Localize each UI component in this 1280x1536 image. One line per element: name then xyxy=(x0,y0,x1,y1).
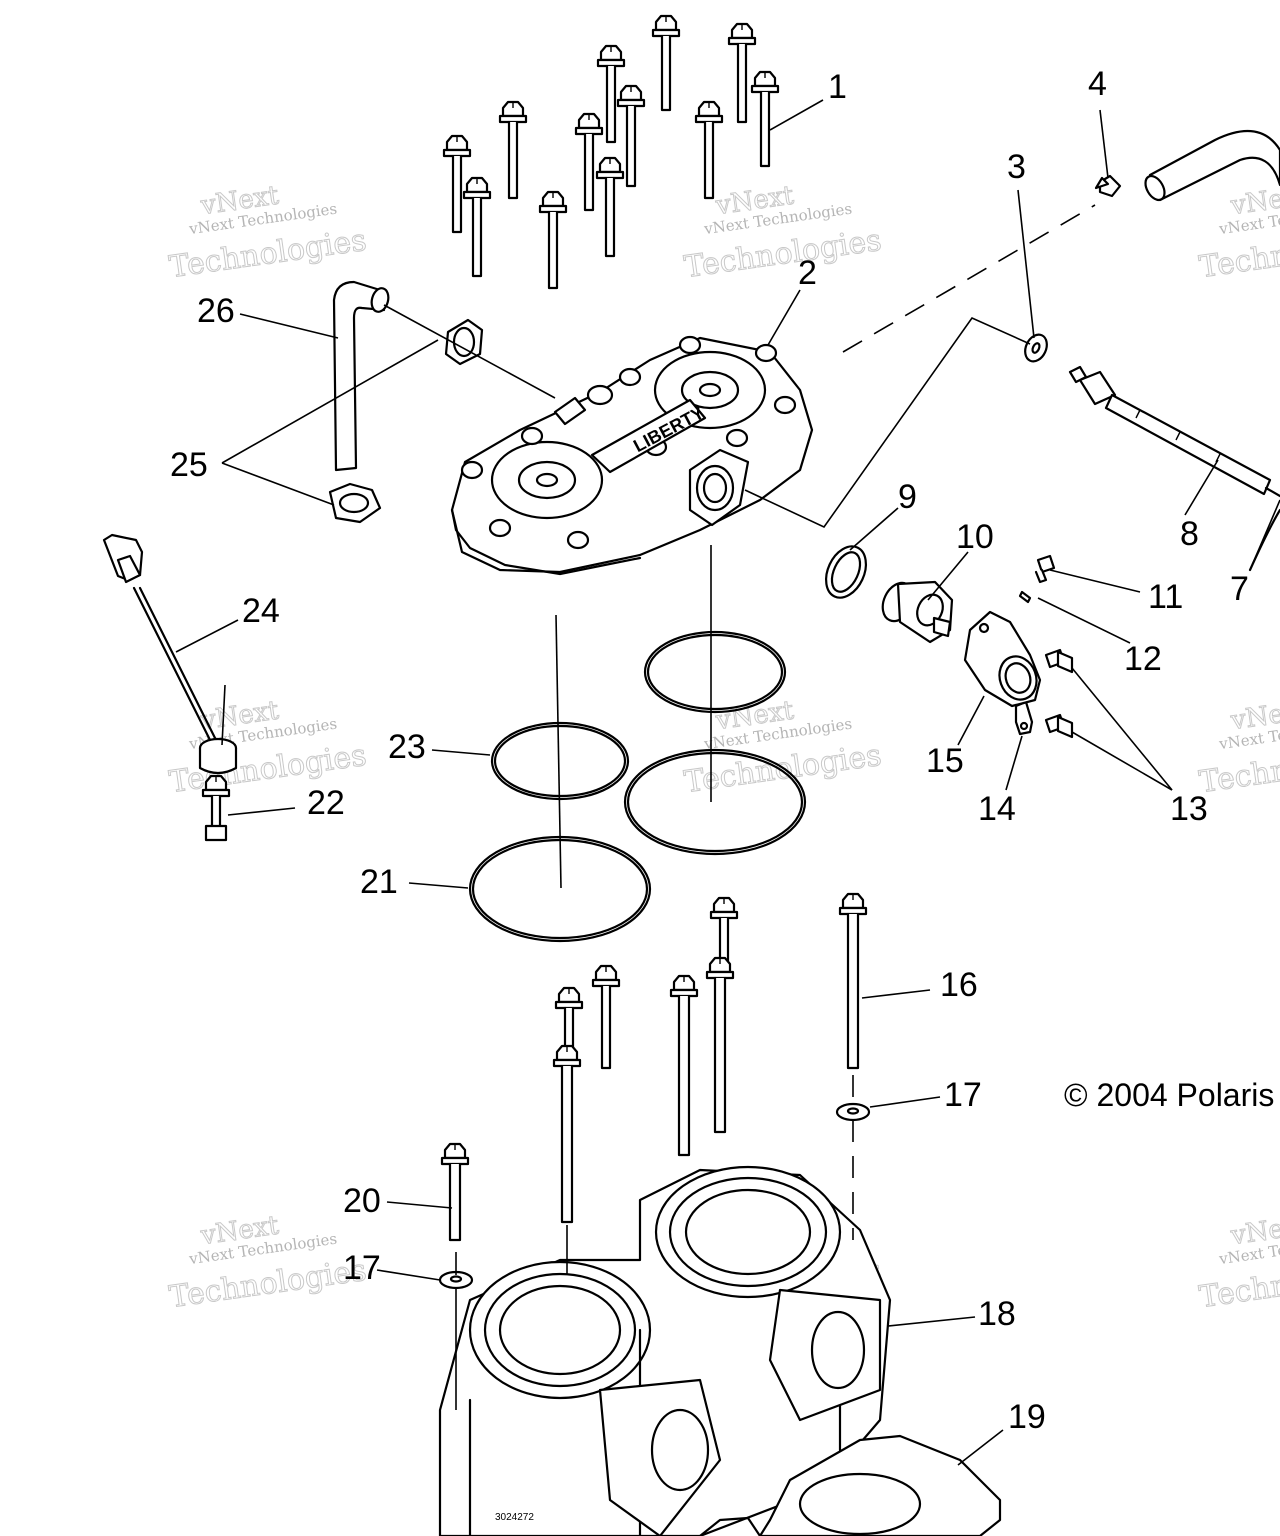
callout-25: 25 xyxy=(170,446,208,484)
part-26-hose xyxy=(332,280,390,472)
copyright-notice: © 2004 Polaris xyxy=(1064,1077,1274,1113)
callout-14: 14 xyxy=(978,790,1016,828)
part-22-sensor-bolt xyxy=(201,774,231,842)
part-15-thermostat-housing xyxy=(963,610,1042,708)
part-13-screws xyxy=(1044,648,1074,739)
part-14-bracket xyxy=(1014,700,1034,736)
watermark-bottom-left: vNext vNext Technologies Technologies xyxy=(167,1210,369,1316)
callout-23: 23 xyxy=(388,728,426,766)
callout-17-right: 17 xyxy=(944,1076,982,1114)
part-17-washer-right xyxy=(835,1102,871,1122)
callout-20: 20 xyxy=(343,1182,381,1220)
part-3-washer xyxy=(1024,333,1048,363)
part-16-cylinder-bolts xyxy=(552,892,868,1224)
cylinder-marking: 3024272 xyxy=(495,1512,534,1523)
part-23-o-ring-right xyxy=(643,630,787,714)
part-11-bleed-screw xyxy=(1034,554,1056,584)
callout-21: 21 xyxy=(360,863,398,901)
part-8-sensor-probe xyxy=(1068,365,1272,496)
assembly-lines xyxy=(221,204,1096,1410)
part-2-cylinder-head: LIBERTY xyxy=(450,335,814,576)
part-4-clamp xyxy=(1094,174,1122,198)
callout-labels: 1 2 3 4 7 8 9 10 11 12 13 14 15 16 17 18… xyxy=(170,65,1249,1436)
part-18-cylinder-block: 3024272 xyxy=(438,1165,892,1536)
callout-7: 7 xyxy=(1230,570,1249,608)
callout-15: 15 xyxy=(926,742,964,780)
leader-lines xyxy=(175,99,1280,1466)
part-23-o-ring-left xyxy=(490,721,630,801)
callout-12: 12 xyxy=(1124,640,1162,678)
part-10-thermostat xyxy=(881,580,954,644)
callout-22: 22 xyxy=(307,784,345,822)
callout-17-left: 17 xyxy=(343,1249,381,1287)
callout-2: 2 xyxy=(798,254,817,292)
callout-16: 16 xyxy=(940,966,978,1004)
part-9-o-ring xyxy=(824,545,868,599)
callout-26: 26 xyxy=(197,292,235,330)
watermark-top-right: vNext vNext Technologies Technologies xyxy=(1197,180,1280,286)
watermark-bottom-right: vNext vNext Technologies Technologies xyxy=(1197,1210,1280,1316)
part-19-base-gasket xyxy=(698,1434,1002,1536)
callout-10: 10 xyxy=(956,518,994,556)
callout-4: 4 xyxy=(1088,65,1107,103)
part-25-clamp-lower xyxy=(328,482,382,524)
callout-11: 11 xyxy=(1148,578,1183,616)
watermark-mid-center: vNext vNext Technologies Technologies xyxy=(682,695,884,801)
callout-13: 13 xyxy=(1170,790,1208,828)
watermark-top-left: vNext vNext Technologies Technologies xyxy=(167,180,369,286)
callout-1: 1 xyxy=(828,68,847,106)
part-24-sensor xyxy=(102,533,238,775)
callout-18: 18 xyxy=(978,1295,1016,1333)
hose-top-right xyxy=(1144,130,1280,202)
callout-8: 8 xyxy=(1180,515,1199,553)
part-20-bolt xyxy=(440,1142,470,1242)
part-12-small-o-ring xyxy=(1018,590,1032,604)
callout-3: 3 xyxy=(1007,148,1026,186)
callout-19: 19 xyxy=(1008,1398,1046,1436)
part-21-o-ring-right xyxy=(623,748,807,856)
part-1-head-bolts xyxy=(442,14,780,290)
watermark-mid-right: vNext vNext Technologies Technologies xyxy=(1197,695,1280,801)
callout-24: 24 xyxy=(242,592,280,630)
callout-9: 9 xyxy=(898,478,917,516)
